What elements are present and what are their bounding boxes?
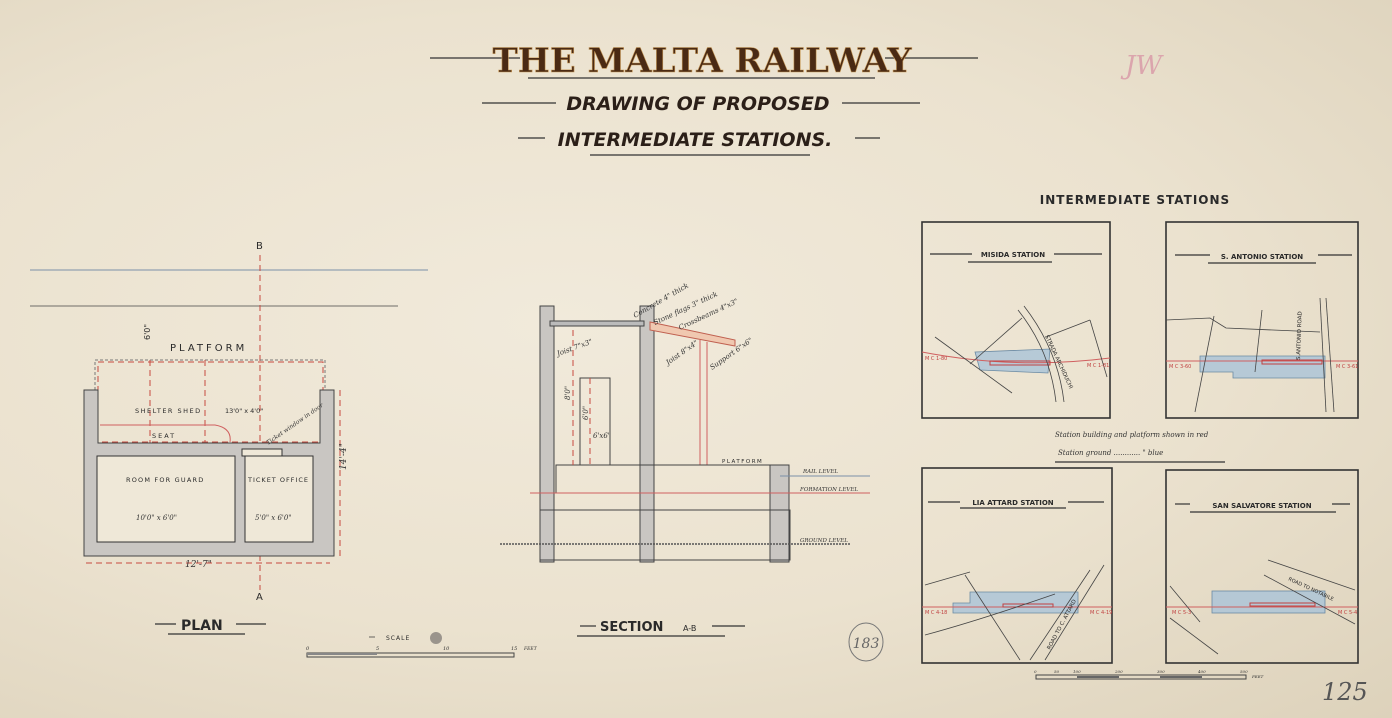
scale-tick: 200 (1114, 669, 1123, 674)
mile-marker-left: M C 5-3 (1172, 610, 1191, 616)
ticket-window-note: Ticket window in door (265, 401, 326, 446)
rail-level-label: RAIL LEVEL (802, 469, 838, 475)
room-dim: 10'0" x 6'0" (136, 514, 177, 522)
office-dim: 5'0" x 6'0" (255, 514, 292, 522)
title-line3: INTERMEDIATE STATIONS. (558, 129, 833, 151)
legend-red: Station building and platform shown in r… (1055, 431, 1209, 439)
scale-bar-small: SCALE 0 5 10 15 FEET (306, 632, 538, 658)
station-name: MISIDA STATION (981, 251, 1045, 259)
section-marker-a: A (256, 592, 263, 603)
plan-drawing: B A PLATFORM 6'0" SHELTER SHED 13'0" x 4… (30, 241, 428, 635)
section-suffix: A-B (683, 624, 696, 633)
title-block: THE MALTA RAILWAY DRAWING OF PROPOSED IN… (430, 41, 1164, 156)
scale-unit: FEET (1251, 674, 1264, 679)
station-panel-s-antonio: S. ANTONIO STATION S.ANTONIO ROAD M C 3-… (1165, 221, 1359, 419)
legend-blue: Station ground ............ " blue (1058, 449, 1163, 457)
initials-mark: JW (1120, 51, 1164, 81)
station-name: LIA ATTARD STATION (972, 499, 1053, 507)
scale-tick: 50 (1054, 669, 1060, 674)
platform-dim: 6'0" (143, 324, 152, 340)
scale-tick: 5 (376, 646, 379, 652)
mile-marker-left: M C 1-80 (925, 356, 947, 362)
plan-width-dim: 12'-7" (185, 560, 212, 570)
station-name: S. ANTONIO STATION (1221, 253, 1303, 261)
mile-marker-right: M C 3-61 (1336, 364, 1358, 370)
road-label: S.ANTONIO ROAD (1296, 311, 1304, 360)
platform-label: PLATFORM (170, 343, 247, 354)
stamp-number: 183 (853, 636, 880, 652)
mile-marker-left: M C 4-18 (925, 610, 947, 616)
scale-tick: 400 (1197, 669, 1206, 674)
scale-tick: 100 (1073, 669, 1081, 674)
seat-label: SEAT (152, 432, 176, 440)
scale-tick: 300 (1157, 669, 1165, 674)
mile-marker-right: M C 1-81 (1087, 363, 1109, 369)
station-panel-san-salvatore: SAN SALVATORE STATION ROAD TO NOTABILE M… (1165, 469, 1359, 664)
height2-dim: 6'0" (582, 406, 590, 420)
plan-heading: PLAN (181, 618, 223, 634)
mile-marker-right: M C 5-4 (1338, 610, 1357, 616)
section-marker-b: B (256, 241, 263, 252)
shelter-dim: 13'0" x 4'0" (225, 407, 263, 415)
section-platform-label: PLATFORM (722, 459, 763, 465)
title-line2: DRAWING OF PROPOSED (566, 93, 829, 115)
scale-unit: FEET (523, 646, 538, 652)
ticket-office-label: TICKET OFFICE (247, 476, 309, 484)
station-panel-misida: MISIDA STATION STRADA ARCHIDUCHI M C 1-8… (921, 221, 1111, 419)
scale-tick: 15 (511, 646, 517, 652)
title-main: THE MALTA RAILWAY (492, 41, 912, 81)
joist2-note: Joist 8"x4" (663, 339, 700, 368)
scale-tick: 0 (1034, 669, 1037, 674)
scale-bar-large: 0 50 100 200 300 400 500 FEET (1034, 669, 1264, 680)
scale-tick: 0 (306, 646, 310, 652)
page-number: 125 (1322, 678, 1368, 706)
mile-marker-right: M C 4-19 (1090, 610, 1112, 616)
shelter-shed-label: SHELTER SHED (135, 407, 202, 415)
crossbeams-note: Crossbeams 4"x3" (677, 297, 739, 332)
room-for-guard-label: ROOM FOR GUARD (126, 476, 204, 484)
station-panel-lia-attard: LIA ATTARD STATION ROAD TO C. ATTARD M C… (921, 467, 1113, 664)
joist-note: Joist 7"x3" (554, 338, 594, 359)
section-heading: SECTION (600, 620, 663, 635)
ground-level-label: GROUND LEVEL (800, 538, 848, 544)
door-dim: 6'x6' (593, 432, 610, 440)
stations-heading: INTERMEDIATE STATIONS (1040, 193, 1230, 207)
scale-tick: 500 (1240, 669, 1248, 674)
station-name: SAN SALVATORE STATION (1212, 502, 1311, 510)
mile-marker-left: M C 3-60 (1169, 364, 1191, 370)
section-drawing: Concrete 4" thick Stone flags 3" thick C… (500, 282, 870, 637)
scale-label: SCALE (386, 635, 410, 642)
formation-level-label: FORMATION LEVEL (799, 487, 858, 493)
plan-depth-dim: 14'-4" (339, 443, 349, 470)
scale-tick: 10 (443, 646, 450, 652)
height1-dim: 8'0" (564, 386, 572, 400)
